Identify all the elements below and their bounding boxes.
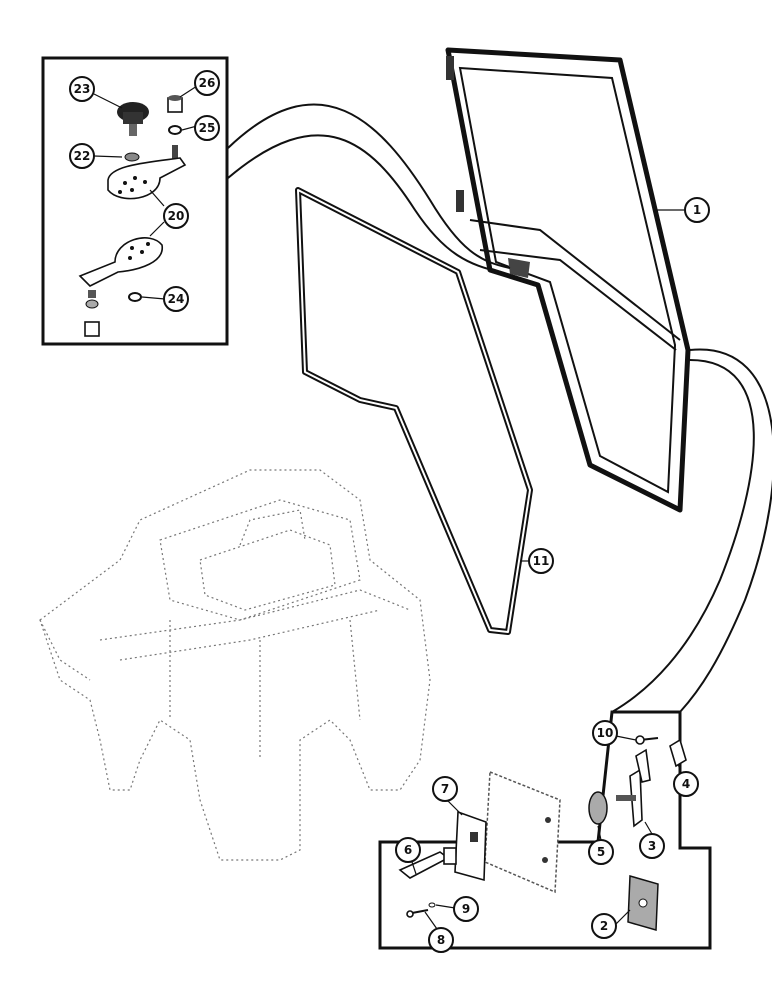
callout-label: 22 [74, 149, 91, 163]
leader-band-top [227, 103, 511, 269]
cab-outline [39, 469, 431, 861]
lock-plate [627, 875, 659, 931]
washer-part-25 [168, 125, 182, 135]
callout-9: 9 [453, 896, 479, 922]
callout-label: 5 [597, 845, 605, 859]
callout-2: 2 [591, 913, 617, 939]
hinge-detail-inset [41, 56, 229, 346]
leader-band-right [611, 359, 755, 713]
leader-band-right-inner [679, 348, 772, 713]
callout-5: 5 [588, 839, 614, 865]
callout-8: 8 [428, 927, 454, 953]
callout-11: 11 [528, 548, 554, 574]
outside-handle [616, 748, 651, 828]
callout-22: 22 [69, 143, 95, 169]
callout-label: 10 [597, 726, 614, 740]
latch-housing [484, 770, 561, 894]
door-seal-part-11 [295, 187, 533, 635]
callout-label: 7 [441, 782, 449, 796]
callout-label: 25 [199, 121, 216, 135]
callout-label: 8 [437, 933, 445, 947]
callout-label: 1 [693, 203, 701, 217]
hinge-plate-upper [107, 157, 187, 200]
latch-bracket [454, 810, 487, 882]
callout-label: 4 [682, 777, 690, 791]
washer-part-22 [124, 152, 140, 162]
callout-6: 6 [395, 837, 421, 863]
latch-detail-inset [378, 710, 712, 950]
callout-label: 9 [462, 902, 470, 916]
callout-20: 20 [163, 203, 189, 229]
callout-3: 3 [639, 833, 665, 859]
callout-label: 11 [533, 554, 550, 568]
rosette-part [588, 791, 608, 825]
callout-24: 24 [163, 286, 189, 312]
callout-1: 1 [684, 197, 710, 223]
callout-label: 6 [404, 843, 412, 857]
callout-26: 26 [194, 70, 220, 96]
callout-label: 2 [600, 919, 608, 933]
callout-23: 23 [69, 76, 95, 102]
leader-band-top-inner [227, 134, 501, 273]
hinge-plate-lower [78, 237, 163, 287]
callout-label: 24 [168, 292, 185, 306]
leader-lines [93, 85, 685, 930]
callout-10: 10 [592, 720, 618, 746]
callout-label: 3 [648, 839, 656, 853]
callout-label: 23 [74, 82, 91, 96]
door-frame-part-1 [445, 47, 691, 513]
callout-25: 25 [194, 115, 220, 141]
knob-part [117, 102, 149, 136]
callout-label: 26 [199, 76, 216, 90]
nut-part [167, 95, 183, 113]
callout-label: 20 [168, 209, 185, 223]
callout-7: 7 [432, 776, 458, 802]
callout-4: 4 [673, 771, 699, 797]
washer-part-24 [128, 292, 142, 302]
